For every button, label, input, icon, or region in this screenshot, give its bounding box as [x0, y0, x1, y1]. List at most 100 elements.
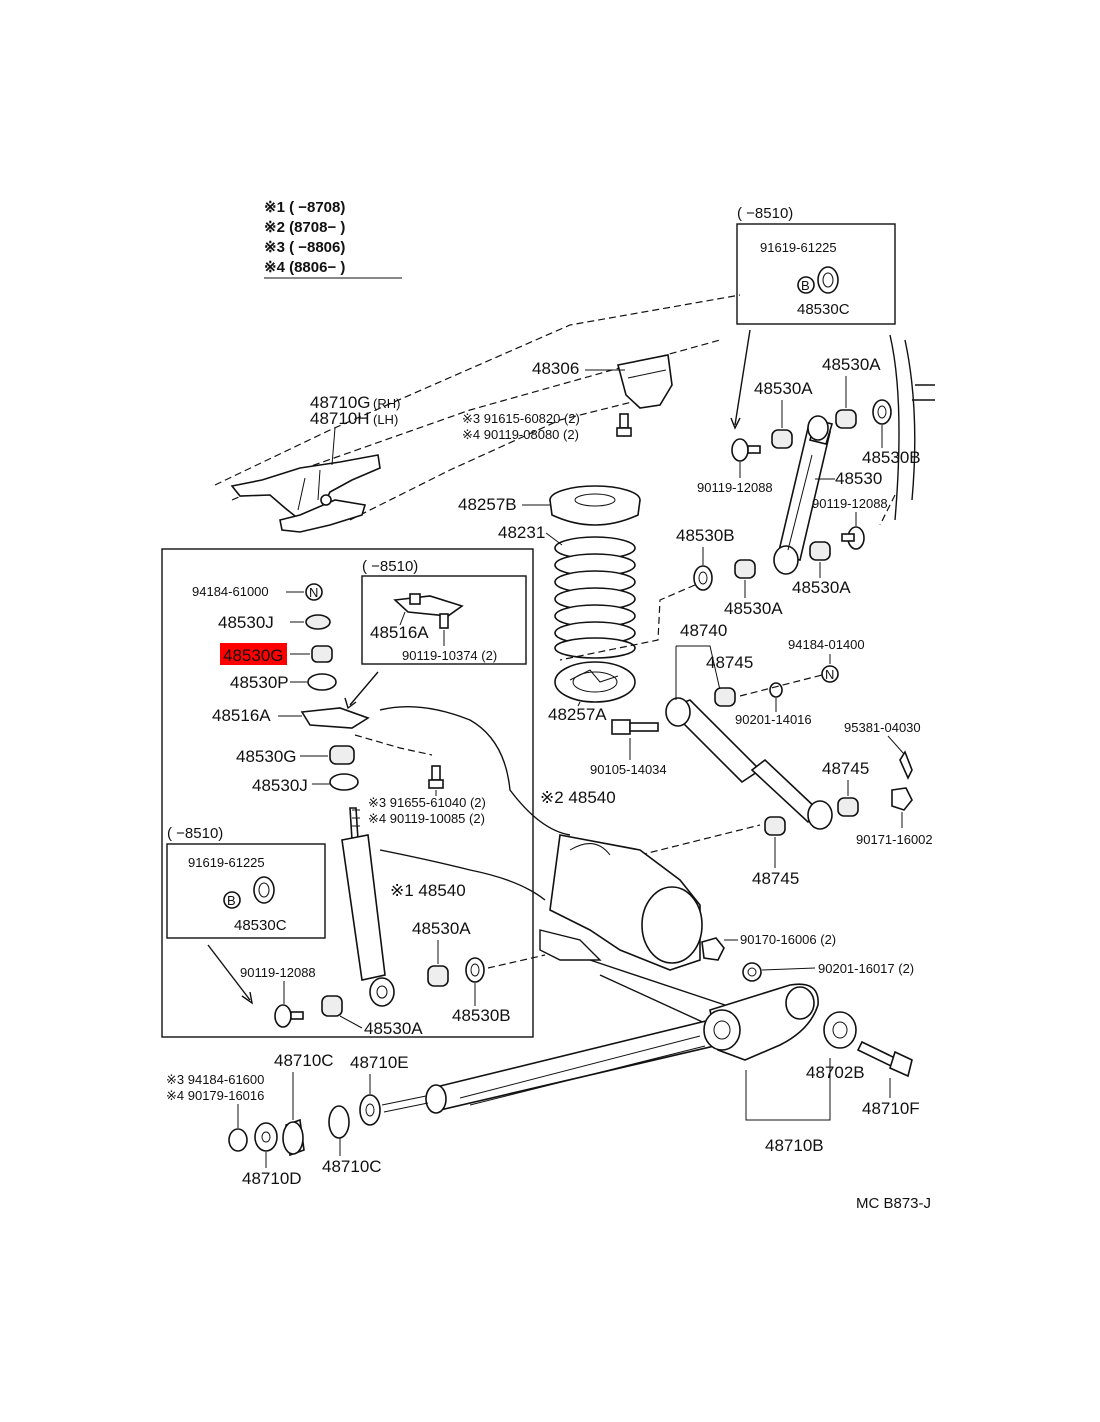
- cushion-48530J-lower[interactable]: [329, 773, 359, 791]
- legend-line-2: ※2 (8708− ): [264, 219, 345, 236]
- bolt-90119-12088-top[interactable]: [731, 438, 761, 462]
- bushing-48530A-top[interactable]: [771, 429, 793, 449]
- shock-group-box: [161, 548, 534, 1038]
- frame-arc-right-2: [904, 339, 916, 501]
- arrow-tr-line: [734, 329, 751, 426]
- bolt-48710F[interactable]: [856, 1040, 913, 1078]
- label-48530A-6: 48530A: [364, 1019, 423, 1038]
- upper-bracket-48306[interactable]: [617, 354, 673, 409]
- tr-range: ( −8510): [737, 205, 793, 222]
- nut-94184-01400[interactable]: N: [821, 665, 839, 683]
- cushion-48530G-top[interactable]: [311, 645, 333, 663]
- label-90201-14016: 90201-14016: [735, 712, 812, 727]
- tr-badge-b: [797, 276, 815, 294]
- nut-94184-61000[interactable]: N: [305, 583, 323, 601]
- highlight-48530G[interactable]: 48530G: [220, 643, 287, 665]
- legend-line-1: ※1 ( −8708): [264, 199, 345, 216]
- bushing-48745-bottom[interactable]: [764, 816, 786, 836]
- label-91655-61040: ※3 91655-61040 (2): [368, 795, 486, 810]
- bolt-90119-12088-lower[interactable]: [274, 1004, 304, 1028]
- label-48257B: 48257B: [458, 495, 517, 514]
- label-48530G-2: 48530G: [236, 747, 297, 766]
- leader-48530A-6: [339, 1015, 363, 1029]
- label-90119-12088-a: 90119-12088: [697, 480, 773, 495]
- label-shock-48540-2: ※2 48540: [540, 788, 616, 807]
- label-48530G-highlighted[interactable]: 48530G: [223, 646, 284, 665]
- label-48516A: 48516A: [212, 706, 271, 725]
- leader-95381-04030: [887, 735, 905, 755]
- cushion-48530J-top[interactable]: [305, 614, 331, 630]
- bushing-48530B-middle[interactable]: [693, 565, 713, 591]
- label-48530A-1: 48530A: [754, 379, 813, 398]
- label-bolt-90119-08080: ※4 90119-08080 (2): [462, 427, 579, 442]
- upper-spring-seat-48257B[interactable]: [549, 485, 641, 526]
- in-bracket-48516A[interactable]: [393, 593, 464, 629]
- shock-absorber-48530[interactable]: [773, 415, 834, 575]
- nut-90170-16006[interactable]: [701, 937, 725, 961]
- washer-48710E[interactable]: [359, 1094, 381, 1126]
- lower-spring-seat-48257A[interactable]: [554, 661, 636, 703]
- bolt-90119-12088-right[interactable]: [841, 526, 865, 550]
- highlight-box[interactable]: [220, 643, 287, 665]
- washer-90201-14016[interactable]: [769, 682, 783, 698]
- leader-48710G: [331, 427, 336, 466]
- leader-90201-16017: [761, 967, 816, 971]
- label-48710F: 48710F: [862, 1099, 920, 1118]
- bushing-48530B-lower[interactable]: [465, 957, 485, 983]
- bl-part-91619-61225: 91619-61225: [188, 855, 265, 870]
- bushing-48530A-top-right[interactable]: [835, 409, 857, 429]
- arrow-inset-head: [344, 697, 357, 710]
- lower-control-arm-48710B[interactable]: [425, 983, 819, 1114]
- dash-48516A: [354, 734, 433, 756]
- frame-upper-line: [214, 294, 741, 486]
- leader-48257A: [577, 701, 581, 707]
- bushing-48710C-right[interactable]: [328, 1105, 350, 1139]
- nut-90171-16002[interactable]: [891, 787, 913, 811]
- bl-bushing-48530C[interactable]: [253, 876, 275, 904]
- retainer-48530P[interactable]: [307, 673, 337, 691]
- bolt-91615-60820[interactable]: [616, 413, 632, 437]
- label-94184-61000: 94184-61000: [192, 584, 269, 599]
- arm-stud: [381, 1095, 429, 1113]
- frame-cross-line: [349, 399, 641, 521]
- bushing-48530A-bottom[interactable]: [321, 995, 343, 1017]
- cotter-pin-95381-04030[interactable]: [899, 750, 913, 780]
- label-90201-16017: 90201-16017 (2): [818, 961, 914, 976]
- bracket-48516A[interactable]: [300, 707, 370, 729]
- dash-right-bolt: [879, 494, 896, 526]
- bl-part-48530C: 48530C: [234, 917, 287, 934]
- bushing-48702B[interactable]: [823, 1011, 857, 1049]
- bushing-48745-right[interactable]: [837, 797, 859, 817]
- l-nut-badge-n: N: [309, 585, 318, 600]
- tr-bushing-48530C[interactable]: [817, 266, 839, 294]
- bolt-91655-61040[interactable]: [428, 765, 444, 789]
- cushion-48530G-lower[interactable]: [329, 745, 355, 765]
- washer-90201-16017[interactable]: [742, 962, 762, 982]
- label-48710C-1: 48710C: [274, 1051, 334, 1070]
- label-90119-12088-c: 90119-12088: [240, 965, 316, 980]
- label-48745-2: 48745: [822, 759, 869, 778]
- bushing-48530B-top[interactable]: [872, 399, 892, 425]
- lateral-rod-48740[interactable]: [665, 697, 833, 830]
- bolt-90105-14034[interactable]: [611, 719, 659, 735]
- bushing-48530A-lower[interactable]: [427, 965, 449, 987]
- coil-spring-48231[interactable]: [554, 536, 636, 659]
- bushing-48530A-right[interactable]: [809, 541, 831, 561]
- shock-absorber-48540[interactable]: [341, 807, 395, 1007]
- label-48710H: 48710H: [310, 409, 370, 428]
- diagram-code: MC B873-J: [856, 1195, 931, 1212]
- tr-part-91619-61225: 91619-61225: [760, 240, 837, 255]
- label-94184-01400: 94184-01400: [788, 637, 865, 652]
- label-90119-10085: ※4 90119-10085 (2): [368, 811, 485, 826]
- nut-94184-61600[interactable]: [228, 1128, 248, 1152]
- rear-axle-housing[interactable]: [379, 706, 741, 1031]
- washer-48710D[interactable]: [254, 1122, 278, 1152]
- frame-bracket-48710G[interactable]: [230, 454, 381, 533]
- bushing-48710C-left[interactable]: [282, 1118, 305, 1157]
- bushing-48745-top[interactable]: [714, 687, 736, 707]
- bushing-48530A-middle[interactable]: [734, 559, 756, 579]
- label-bolt-91615-60820: ※3 91615-60820 (2): [462, 411, 580, 426]
- bl-range: ( −8510): [167, 825, 223, 842]
